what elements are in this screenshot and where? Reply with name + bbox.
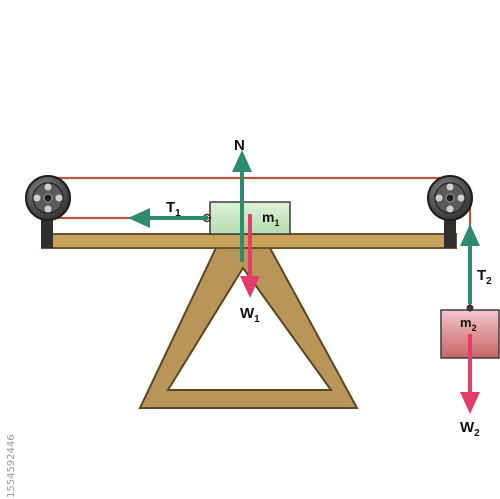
stock-id-watermark: 1554592446	[6, 434, 17, 498]
label-w1: W1	[240, 305, 260, 325]
tension-t1-arrow	[128, 208, 208, 228]
right-pulley-icon	[427, 175, 473, 221]
left-pulley-mount	[41, 215, 53, 248]
normal-force-arrow	[232, 150, 252, 262]
weight-w2-arrow	[460, 334, 480, 414]
label-n: N	[234, 137, 245, 154]
label-m1: m1	[262, 209, 279, 228]
label-m2: m2	[460, 315, 477, 333]
m2-hook	[466, 304, 474, 312]
label-t1: T1	[166, 199, 181, 219]
left-pulley-icon	[25, 175, 71, 221]
tension-t2-arrow	[460, 224, 480, 304]
right-pulley-mount	[444, 215, 456, 248]
weight-w1-arrow	[240, 214, 260, 298]
label-t2: T2	[477, 267, 492, 287]
label-w2: W2	[460, 419, 480, 439]
